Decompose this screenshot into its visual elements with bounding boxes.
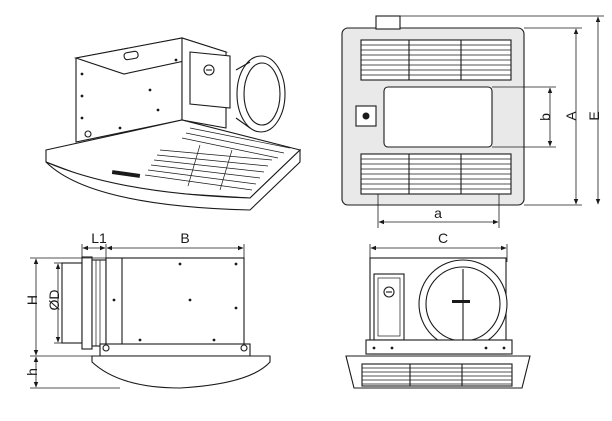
front-terminal-box bbox=[373, 273, 405, 341]
side-grille-cover bbox=[91, 355, 271, 389]
iso-rivets bbox=[80, 58, 178, 130]
iso-terminal-screw-icon bbox=[203, 64, 215, 76]
dim-h-label: h bbox=[24, 368, 40, 376]
iso-handle-slot bbox=[123, 50, 139, 61]
side-keyhole-left-icon bbox=[102, 344, 110, 352]
side-gasket bbox=[91, 259, 107, 347]
isometric-view bbox=[45, 37, 302, 211]
top-light-panel bbox=[383, 86, 493, 148]
front-grille-slats bbox=[362, 364, 512, 386]
side-keyhole-right-icon bbox=[240, 344, 248, 352]
front-view: C bbox=[345, 230, 531, 389]
iso-duct-collar bbox=[236, 55, 286, 133]
dim-a-label: a bbox=[434, 205, 442, 221]
iso-keyhole-icon bbox=[84, 130, 92, 138]
iso-grille-slats bbox=[144, 127, 291, 191]
iso-duct-opening bbox=[243, 62, 281, 126]
front-grille bbox=[361, 363, 513, 387]
iso-grille-panel-edge bbox=[45, 148, 301, 211]
side-mounting-rail bbox=[99, 343, 251, 357]
dim-L1-label: L1 bbox=[91, 230, 107, 246]
side-view: L1 B ØD H h bbox=[24, 230, 271, 389]
top-duct-stub bbox=[375, 15, 401, 30]
dim-b-label: b bbox=[537, 113, 553, 121]
dim-B-label: B bbox=[180, 230, 189, 246]
top-grille-upper-slats bbox=[361, 40, 511, 80]
front-rail-rivets bbox=[372, 346, 506, 350]
top-switch-icon bbox=[362, 112, 370, 120]
dim-E-label: E bbox=[586, 111, 602, 120]
top-view: a b A E bbox=[341, 15, 604, 228]
dim-C-label: C bbox=[438, 230, 448, 246]
iso-terminal-box bbox=[189, 51, 231, 109]
side-duct-collar bbox=[61, 262, 83, 344]
top-grille-lower-slats bbox=[361, 154, 511, 194]
iso-light-slot bbox=[111, 170, 141, 178]
dim-D-label: ØD bbox=[46, 290, 62, 311]
side-housing bbox=[105, 257, 245, 357]
front-terminal-screw-icon bbox=[383, 286, 395, 298]
side-duct-flange bbox=[81, 256, 93, 350]
dim-H-label: H bbox=[24, 295, 40, 305]
front-damper-hinge bbox=[452, 300, 470, 303]
dim-A-label: A bbox=[563, 111, 579, 121]
front-base-rail bbox=[365, 339, 513, 355]
